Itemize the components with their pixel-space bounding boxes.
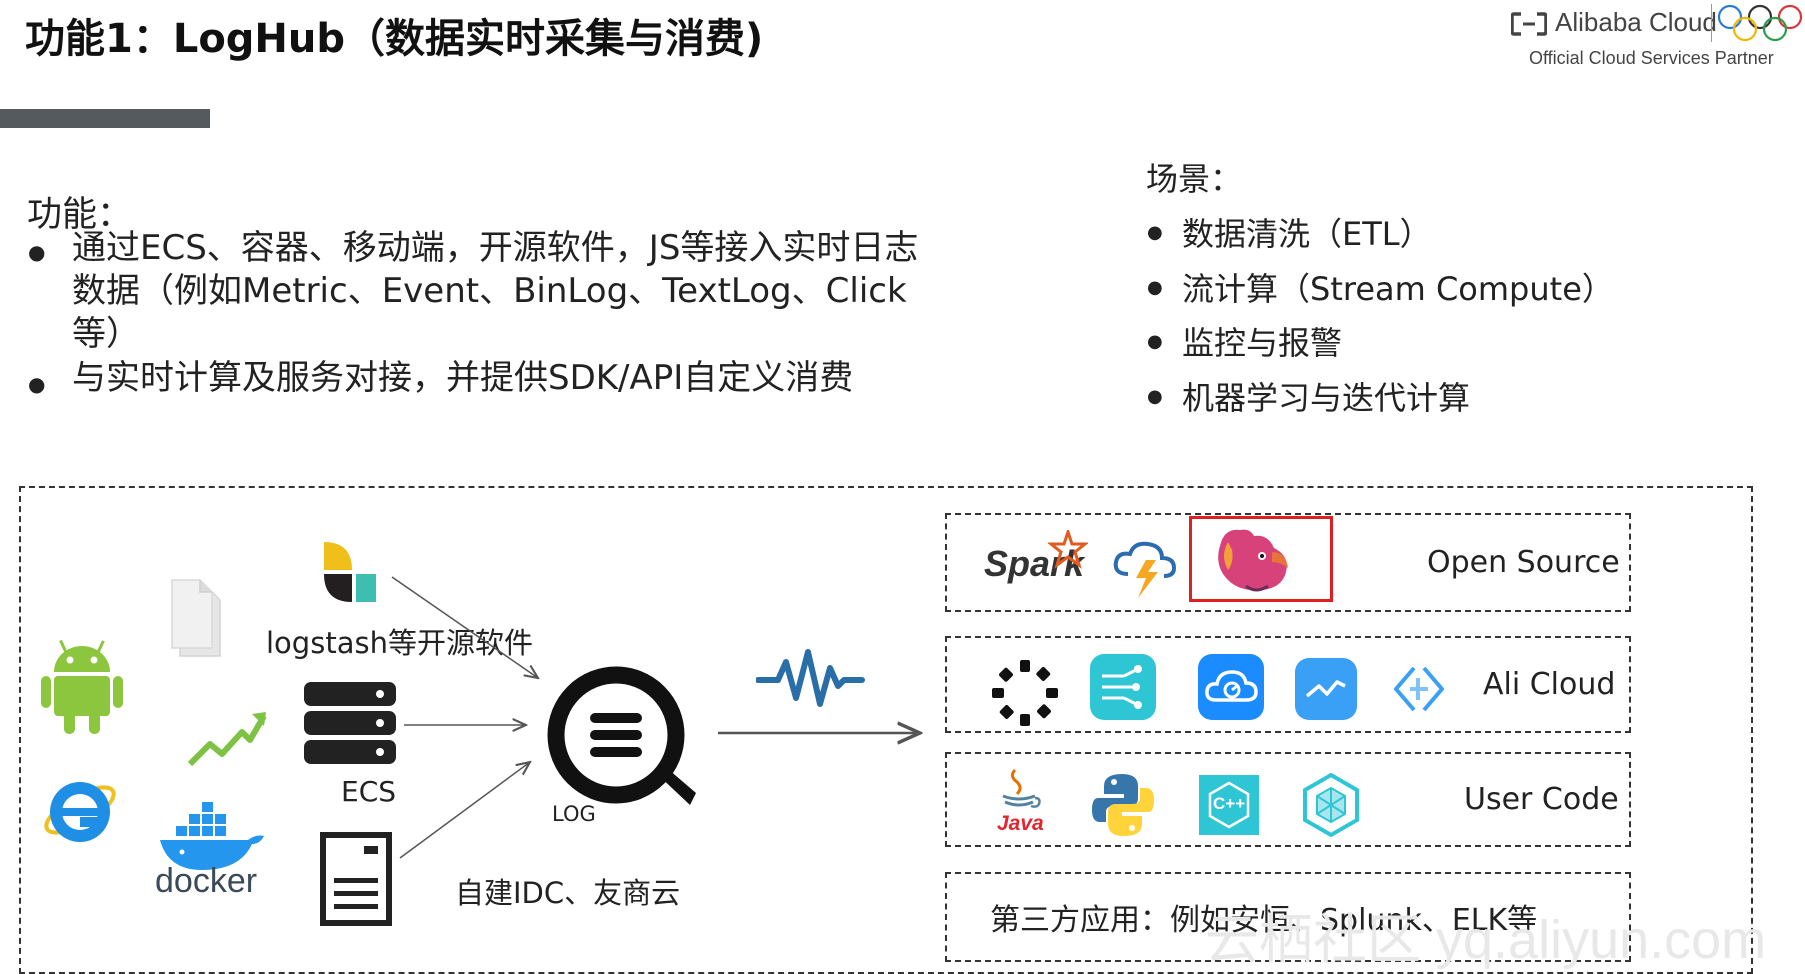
feature-item: 通过ECS、容器、移动端，开源软件，JS等接入实时日志数据（例如Metric、E…: [72, 228, 919, 354]
docker-whale-icon: [160, 802, 264, 870]
bullet-icon: ●: [28, 240, 46, 264]
trend-up-icon: [187, 712, 267, 767]
ali-cloud-label: Ali Cloud: [1483, 667, 1616, 702]
idc-server-icon: [320, 832, 392, 926]
user-code-group: [945, 752, 1631, 847]
olympic-rings-icon: [1717, 4, 1803, 42]
hub-label: LOG: [552, 802, 596, 826]
idc-caption: 自建IDC、友商云: [455, 876, 681, 910]
bullet-icon: ●: [1147, 386, 1163, 407]
bullet-icon: ●: [1147, 277, 1163, 298]
storm-logo-icon: [1113, 541, 1177, 598]
watermark: 云栖社区 yq.aliyun.com: [1205, 910, 1767, 970]
ali-cloud-group: [945, 636, 1631, 733]
android-icon: [41, 639, 123, 734]
features-heading: 功能：: [27, 195, 133, 235]
open-source-label: Open Source: [1427, 545, 1620, 580]
feature-item: 与实时计算及服务对接，并提供SDK/API自定义消费: [72, 358, 854, 398]
java-logo-text: Java: [997, 812, 1044, 835]
bullet-icon: ●: [28, 372, 46, 396]
docker-label: docker: [155, 862, 258, 900]
third-party-group: [945, 872, 1631, 962]
logstash-caption: logstash等开源软件: [266, 626, 533, 660]
hexagon-sdk-icon: [1303, 772, 1359, 838]
dataworks-icon: [1394, 666, 1444, 712]
cpp-logo-text: C++: [1213, 794, 1246, 813]
alibaba-cloud-brand-text: Alibaba Cloud: [1555, 7, 1717, 37]
bullet-icon: ●: [1147, 331, 1163, 352]
logo-divider: [1711, 4, 1712, 42]
document-file-icon: [171, 579, 221, 657]
scenarios-heading: 场景：: [1146, 160, 1243, 198]
cpp-logo-icon: [1199, 775, 1259, 835]
datahub-icon: [1090, 654, 1156, 720]
partner-tagline: Official Cloud Services Partner: [1529, 48, 1774, 68]
java-cup-icon: [1002, 768, 1041, 808]
flink-highlight-box: [1189, 516, 1333, 602]
cloud-monitor-icon: [1198, 654, 1264, 720]
loghub-log-icon: [547, 666, 696, 805]
scenario-item: 监控与报警: [1182, 324, 1343, 362]
ecs-server-icon: [304, 682, 396, 764]
python-logo-icon: [1092, 774, 1154, 836]
pulse-wave-icon: [756, 649, 865, 707]
flink-squirrel-icon: [1218, 529, 1288, 592]
title-underline-bar: [0, 109, 210, 128]
scenario-item: 数据清洗（ETL）: [1182, 215, 1432, 253]
elastic-logstash-icon: [324, 542, 376, 602]
open-source-group: [945, 513, 1631, 612]
spark-star-icon: [1048, 530, 1088, 569]
alibaba-cloud-bracket-icon: [1511, 12, 1547, 36]
analytics-icon: [1295, 658, 1357, 720]
spark-logo-text: Spark: [984, 543, 1085, 584]
page-title: 功能1：LogHub（数据实时采集与消费): [25, 16, 764, 62]
ring-dots-icon: [992, 660, 1058, 726]
bullet-icon: ●: [1147, 222, 1163, 243]
internet-explorer-icon: [44, 782, 116, 842]
user-code-label: User Code: [1464, 782, 1619, 817]
ecs-caption: ECS: [341, 775, 397, 808]
scenario-item: 流计算（Stream Compute）: [1182, 270, 1614, 308]
scenario-item: 机器学习与迭代计算: [1182, 379, 1471, 417]
third-party-label: 第三方应用：例如安恒、Splunk、ELK等: [990, 903, 1538, 938]
